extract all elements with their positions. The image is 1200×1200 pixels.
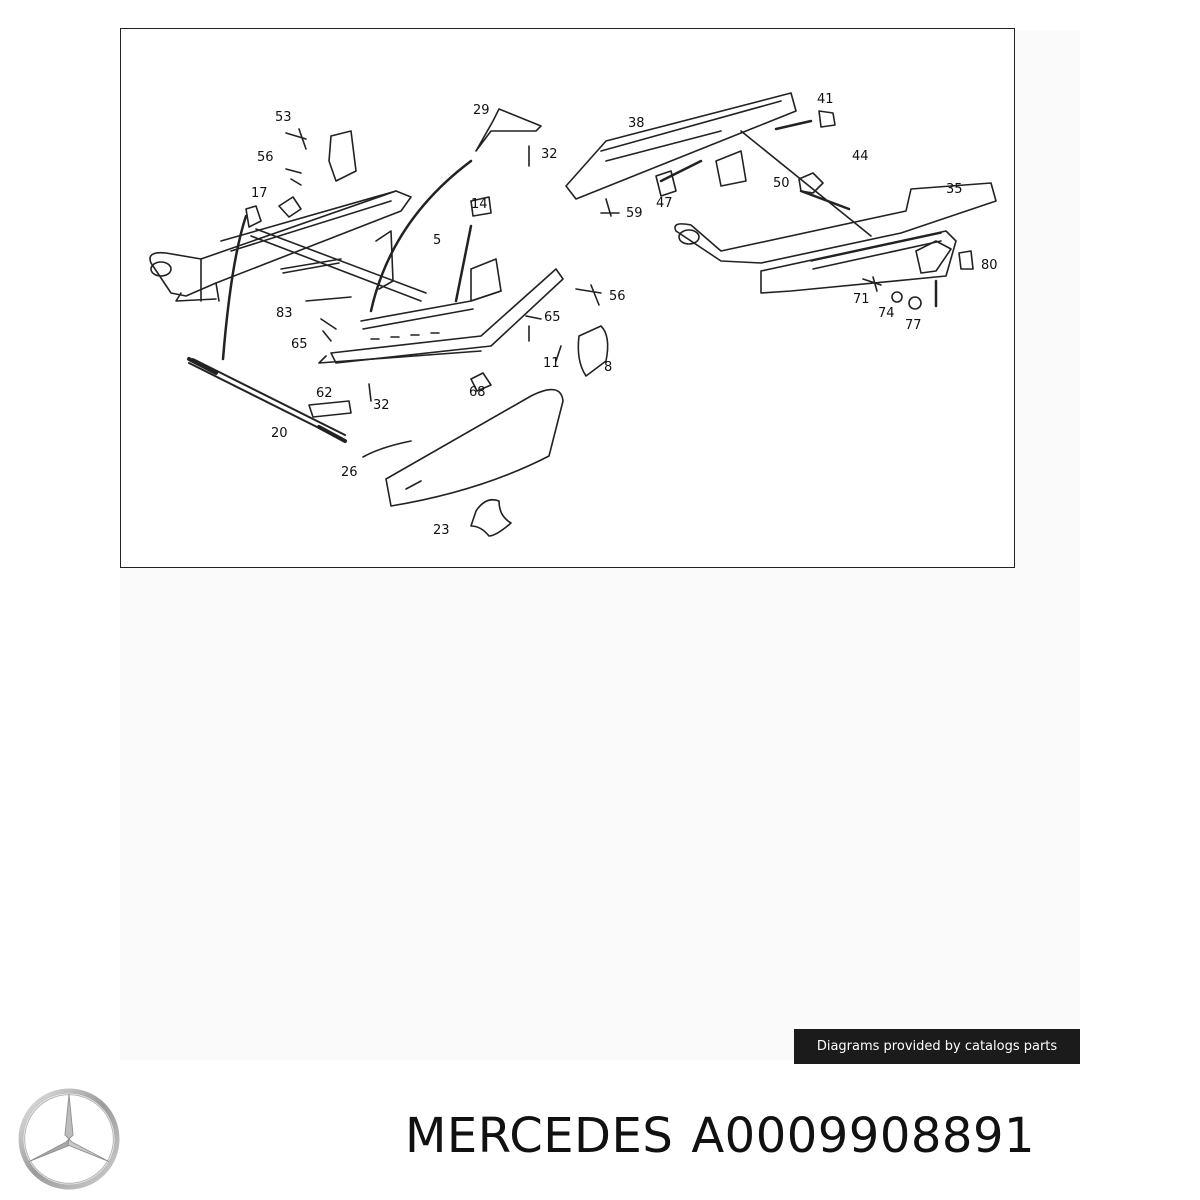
callout-56a: 56 bbox=[257, 150, 274, 165]
callout-71: 71 bbox=[853, 292, 870, 307]
credit-text: Diagrams provided by catalogs parts bbox=[816, 1039, 1058, 1054]
callout-47: 47 bbox=[656, 196, 673, 211]
callout-11: 11 bbox=[543, 356, 560, 371]
mercedes-star-icon bbox=[18, 1088, 120, 1190]
part-title: MERCEDES A0009908891 bbox=[405, 1108, 1035, 1172]
callout-56b: 56 bbox=[609, 289, 626, 304]
callout-53: 53 bbox=[275, 110, 292, 125]
callout-20: 20 bbox=[271, 426, 288, 441]
callout-14: 14 bbox=[471, 197, 488, 212]
seat-rail-exploded-view: 53 29 56 32 17 14 5 83 56 65 65 11 8 68 … bbox=[149, 92, 998, 538]
arrows-left bbox=[221, 159, 473, 361]
arrows-right bbox=[659, 119, 938, 308]
left-rail-inner bbox=[318, 258, 564, 364]
callout-68: 68 bbox=[469, 385, 486, 400]
callout-32b: 32 bbox=[373, 398, 390, 413]
callout-38: 38 bbox=[628, 116, 645, 131]
callout-59: 59 bbox=[626, 206, 643, 221]
callout-labels: 53 29 56 32 17 14 5 83 56 65 65 11 8 68 … bbox=[251, 92, 998, 538]
callout-32a: 32 bbox=[541, 147, 558, 162]
brand-name: MERCEDES bbox=[405, 1108, 674, 1164]
left-rail-outer bbox=[149, 190, 412, 302]
callout-35: 35 bbox=[946, 182, 963, 197]
callout-8: 8 bbox=[604, 360, 612, 375]
part-number: A0009908891 bbox=[691, 1108, 1036, 1164]
callout-80: 80 bbox=[981, 258, 998, 273]
callout-17: 17 bbox=[251, 186, 268, 201]
diagram-credit-banner: Diagrams provided by catalogs parts bbox=[794, 1029, 1080, 1064]
cross-tubes-left bbox=[250, 228, 427, 302]
callout-62: 62 bbox=[316, 386, 333, 401]
callout-23: 23 bbox=[433, 523, 450, 538]
callout-44: 44 bbox=[852, 149, 869, 164]
callout-74: 74 bbox=[878, 306, 895, 321]
callout-77: 77 bbox=[905, 318, 922, 333]
small-parts-right bbox=[600, 110, 974, 310]
callout-41: 41 bbox=[817, 92, 834, 107]
callout-83: 83 bbox=[276, 306, 293, 321]
callout-26: 26 bbox=[341, 465, 358, 480]
callout-65b: 65 bbox=[544, 310, 561, 325]
parts-diagram: 53 29 56 32 17 14 5 83 56 65 65 11 8 68 … bbox=[120, 28, 1015, 568]
callout-50: 50 bbox=[773, 176, 790, 191]
callout-5: 5 bbox=[433, 233, 441, 248]
cable-20 bbox=[187, 357, 347, 443]
callout-29: 29 bbox=[473, 103, 490, 118]
callout-65a: 65 bbox=[291, 337, 308, 352]
right-rail-lower bbox=[674, 182, 997, 294]
right-rail-upper bbox=[565, 92, 872, 237]
small-parts-left bbox=[278, 108, 609, 537]
